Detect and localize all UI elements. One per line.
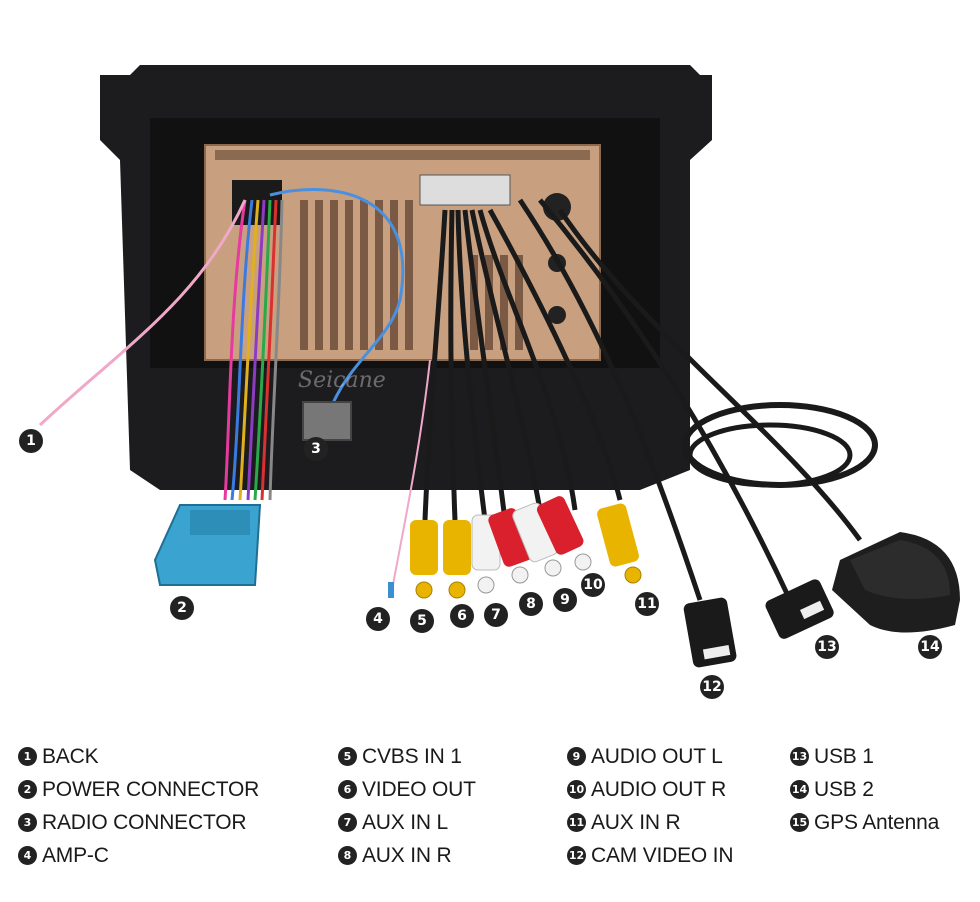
legend-item: 3 RADIO CONNECTOR bbox=[18, 806, 259, 839]
legend-item: 5 CVBS IN 1 bbox=[338, 740, 476, 773]
callout-9: 9 bbox=[553, 588, 577, 612]
legend-column-4: 13 USB 1 14 USB 2 15 GPS Antenna bbox=[790, 740, 939, 839]
legend-label: CAM VIDEO IN bbox=[591, 843, 734, 867]
legend-label: AUX IN R bbox=[362, 843, 452, 867]
legend-item: 9 AUDIO OUT L bbox=[567, 740, 733, 773]
product-photo: Seicane 1 2 3 4 5 6 7 8 9 10 11 12 13 14 bbox=[19, 65, 960, 699]
legend-item: 10 AUDIO OUT R bbox=[567, 773, 733, 806]
callout-13: 13 bbox=[815, 635, 839, 659]
legend-item: 6 VIDEO OUT bbox=[338, 773, 476, 806]
legend-label: AMP-C bbox=[42, 843, 109, 867]
watermark: Seicane bbox=[298, 368, 386, 393]
legend-label: AUDIO OUT L bbox=[591, 744, 723, 768]
callout-8: 8 bbox=[519, 592, 543, 616]
chassis-top-slots bbox=[215, 150, 590, 160]
rca-10 bbox=[536, 496, 592, 571]
legend-label: CVBS IN 1 bbox=[362, 744, 462, 768]
legend-label: POWER CONNECTOR bbox=[42, 777, 260, 801]
callout-1: 1 bbox=[19, 429, 43, 453]
callout-2: 2 bbox=[170, 596, 194, 620]
legend-label: BACK bbox=[42, 744, 99, 768]
legend-item: 1 BACK bbox=[18, 740, 259, 773]
callout-6: 6 bbox=[450, 604, 474, 628]
legend-item: 14 USB 2 bbox=[790, 773, 939, 806]
rca-9 bbox=[512, 502, 562, 577]
amp-wire bbox=[391, 359, 431, 591]
legend-item: 12 CAM VIDEO IN bbox=[567, 839, 733, 872]
rca-5 bbox=[410, 520, 438, 599]
legend-item: 2 POWER CONNECTOR bbox=[18, 773, 259, 806]
legend-number: 8 bbox=[338, 846, 357, 865]
wire-bundle bbox=[223, 199, 284, 501]
rca-6 bbox=[443, 520, 471, 599]
legend-number: 5 bbox=[338, 747, 357, 766]
legend-label: GPS Antenna bbox=[814, 810, 940, 834]
legend-label: AUDIO OUT R bbox=[591, 777, 727, 801]
usb-port-13 bbox=[800, 600, 825, 620]
legend-number: 1 bbox=[18, 747, 37, 766]
rca-8 bbox=[488, 508, 532, 584]
rca-plugs bbox=[410, 496, 642, 599]
legend-number: 6 bbox=[338, 780, 357, 799]
legend-number: 4 bbox=[18, 846, 37, 865]
legend-number: 2 bbox=[18, 780, 37, 799]
power-connector bbox=[153, 504, 262, 586]
radio-wire bbox=[269, 188, 405, 411]
legend-number: 9 bbox=[567, 747, 586, 766]
amp-tip bbox=[388, 582, 394, 598]
legend-column-3: 9 AUDIO OUT L 10 AUDIO OUT R 11 AUX IN R 12… bbox=[567, 740, 733, 872]
port-gps bbox=[548, 306, 566, 324]
legend-label: USB 1 bbox=[814, 744, 874, 768]
legend-number: 7 bbox=[338, 813, 357, 832]
legend-number: 14 bbox=[790, 780, 809, 799]
usb-port-12 bbox=[702, 644, 731, 660]
legend-label: AUX IN R bbox=[591, 810, 681, 834]
legend-label: AUX IN L bbox=[362, 810, 448, 834]
callout-12: 12 bbox=[700, 675, 724, 699]
legend-item: 4 AMP-C bbox=[18, 839, 259, 872]
legend-item: 11 AUX IN R bbox=[567, 806, 733, 839]
usb-plug-13 bbox=[765, 579, 834, 639]
legend-label: RADIO CONNECTOR bbox=[42, 810, 247, 834]
legend-number: 15 bbox=[790, 813, 809, 832]
legend-item: 15 GPS Antenna bbox=[790, 806, 939, 839]
radio-connector bbox=[302, 401, 352, 441]
callout-3: 3 bbox=[304, 437, 328, 461]
legend-number: 3 bbox=[18, 813, 37, 832]
back-wire bbox=[38, 199, 247, 427]
legend-item: 8 AUX IN R bbox=[338, 839, 476, 872]
legend-number: 12 bbox=[567, 846, 586, 865]
callout-5: 5 bbox=[410, 609, 434, 633]
legend-column-2: 5 CVBS IN 1 6 VIDEO OUT 7 AUX IN L 8 AUX IN … bbox=[338, 740, 476, 872]
rca-cables bbox=[422, 198, 863, 602]
legend-label: USB 2 bbox=[814, 777, 874, 801]
callout-11: 11 bbox=[635, 592, 659, 616]
callout-14: 14 bbox=[918, 635, 942, 659]
callout-7: 7 bbox=[484, 603, 508, 627]
main-socket bbox=[419, 174, 511, 206]
legend-item: 13 USB 1 bbox=[790, 740, 939, 773]
wiring-harness-illustration bbox=[38, 65, 960, 668]
legend-number: 11 bbox=[567, 813, 586, 832]
legend-number: 13 bbox=[790, 747, 809, 766]
legend-label: VIDEO OUT bbox=[362, 777, 476, 801]
rca-11 bbox=[597, 503, 642, 584]
legend-number: 10 bbox=[567, 780, 586, 799]
callout-4: 4 bbox=[366, 607, 390, 631]
callout-10: 10 bbox=[581, 573, 605, 597]
legend-item: 7 AUX IN L bbox=[338, 806, 476, 839]
